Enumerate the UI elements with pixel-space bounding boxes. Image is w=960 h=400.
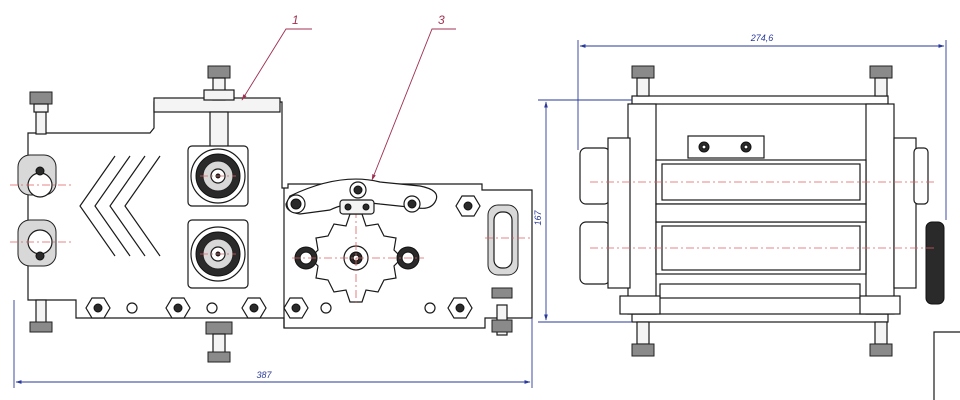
dimension-label-274-6: 274,6 xyxy=(750,33,774,43)
side-view xyxy=(579,65,945,357)
front-view xyxy=(10,65,533,363)
callout-3: 3 xyxy=(371,13,456,181)
dimension-label-167: 167 xyxy=(533,210,543,226)
dimension-overall-width: 387 xyxy=(13,300,533,388)
dimension-side-height: 167 xyxy=(533,99,632,323)
callout-label-3: 3 xyxy=(438,13,445,27)
title-block-corner xyxy=(933,331,960,400)
callout-label-1: 1 xyxy=(292,13,299,27)
dimension-label-387: 387 xyxy=(256,370,272,380)
bottom-bolts xyxy=(85,297,473,319)
callout-1: 1 xyxy=(241,13,312,101)
dimension-side-width: 274,6 xyxy=(577,33,947,220)
